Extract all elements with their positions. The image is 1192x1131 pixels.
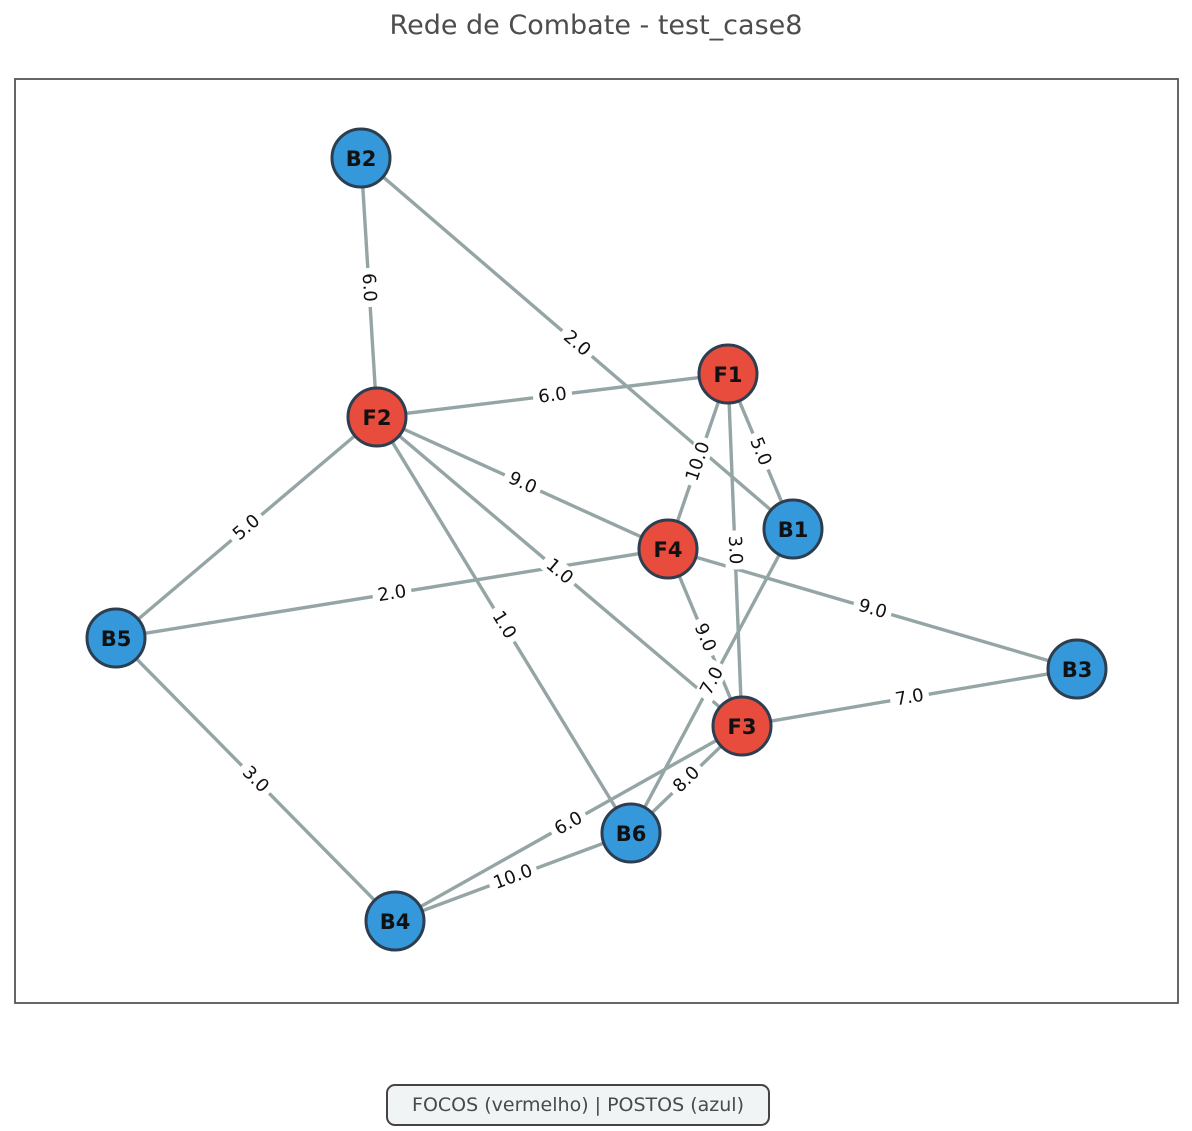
edge-weight-background bbox=[555, 323, 599, 364]
edge-weight-group: 7.0 bbox=[888, 684, 931, 711]
edge-weight-group: 1.0 bbox=[485, 603, 523, 647]
edge-weight-label: 3.0 bbox=[724, 535, 746, 564]
edge-weight-group: 10.0 bbox=[680, 434, 716, 489]
edge-weight-group: 9.0 bbox=[850, 593, 895, 625]
node-b3 bbox=[1046, 638, 1108, 700]
edge-weight-background bbox=[546, 805, 591, 842]
node-label-b3: B3 bbox=[1062, 658, 1093, 682]
edge-weight-group: 6.0 bbox=[357, 267, 381, 308]
edge-weight-group: 5.0 bbox=[743, 429, 778, 474]
node-f3 bbox=[711, 695, 773, 757]
edge-weight-background bbox=[538, 551, 581, 592]
node-b4 bbox=[364, 890, 426, 952]
edge-weight-background bbox=[485, 603, 523, 647]
edge-weight-background bbox=[357, 267, 381, 308]
node-f2 bbox=[346, 386, 408, 448]
edge-weight-background bbox=[888, 684, 931, 711]
edge-weight-group: 6.0 bbox=[546, 805, 591, 842]
legend: FOCOS (vermelho) | POSTOS (azul) bbox=[386, 1084, 770, 1126]
edge-weight-background bbox=[694, 659, 730, 703]
edge-weight-background bbox=[371, 580, 413, 607]
edge-weight-background bbox=[486, 858, 540, 896]
edge-weight-background bbox=[680, 434, 716, 489]
node-label-f4: F4 bbox=[654, 538, 683, 562]
edge-weight-group: 9.0 bbox=[500, 465, 545, 501]
edge-weight-background bbox=[234, 758, 277, 801]
node-label-b1: B1 bbox=[778, 518, 809, 542]
node-label-b4: B4 bbox=[380, 910, 411, 934]
node-label-f1: F1 bbox=[714, 363, 743, 387]
edge-weight-label: 6.0 bbox=[358, 273, 381, 303]
edge-weight-background bbox=[688, 615, 722, 660]
edge-weight-background bbox=[665, 758, 708, 801]
edge-weight-label: 6.0 bbox=[537, 383, 568, 407]
edge-weight-background bbox=[850, 593, 895, 625]
node-label-b2: B2 bbox=[346, 147, 377, 171]
node-f1 bbox=[697, 343, 759, 405]
edge-weight-label: 10.0 bbox=[682, 439, 715, 484]
node-b5 bbox=[85, 607, 147, 669]
node-label-f2: F2 bbox=[363, 406, 392, 430]
edge-weight-label: 2.0 bbox=[376, 581, 408, 606]
edge-weight-background bbox=[724, 530, 746, 570]
edge-weight-background bbox=[225, 507, 268, 548]
edge-weight-group: 9.0 bbox=[688, 615, 722, 660]
edge-weight-background bbox=[500, 465, 545, 501]
node-b6 bbox=[600, 802, 662, 864]
node-label-b6: B6 bbox=[616, 822, 647, 846]
edge-weight-group: 6.0 bbox=[531, 383, 574, 408]
edge-weight-background bbox=[531, 383, 574, 408]
node-b1 bbox=[762, 498, 824, 560]
node-label-f3: F3 bbox=[728, 715, 757, 739]
edge-weight-background bbox=[743, 429, 778, 474]
node-f4 bbox=[637, 518, 699, 580]
node-b2 bbox=[330, 127, 392, 189]
edges-layer bbox=[114, 156, 1078, 923]
node-label-b5: B5 bbox=[101, 627, 132, 651]
edge-weight-label: 7.0 bbox=[894, 685, 926, 711]
edge-weight-label: 9.0 bbox=[856, 595, 889, 623]
page-title: Rede de Combate - test_case8 bbox=[389, 10, 803, 41]
plot-frame bbox=[14, 78, 1179, 1004]
edge-weight-group: 2.0 bbox=[371, 580, 413, 607]
edge-weight-group: 3.0 bbox=[724, 530, 746, 570]
edge-labels-layer: 6.02.06.05.010.03.09.05.01.01.02.09.09.0… bbox=[225, 267, 931, 896]
